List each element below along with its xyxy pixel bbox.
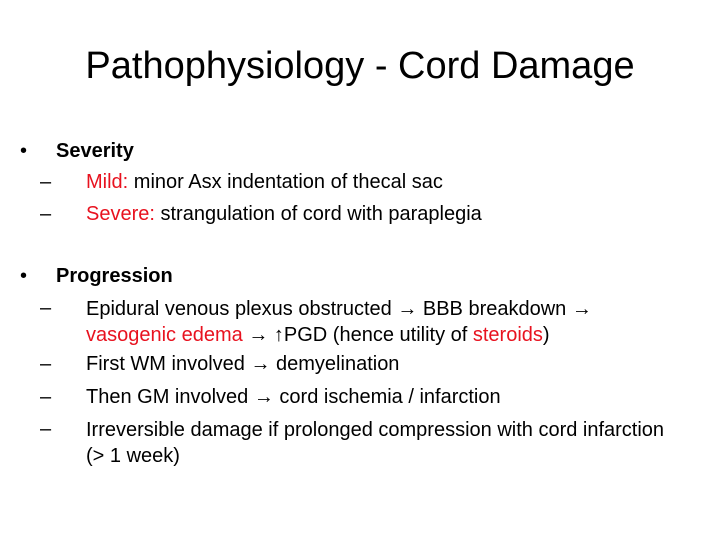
bullet-icon: • xyxy=(20,140,28,162)
text-vasogenic-edema: vasogenic edema xyxy=(86,324,243,346)
dash-icon: – xyxy=(40,418,52,440)
text-part: BBB breakdown xyxy=(417,298,572,320)
text-steroids: steroids xyxy=(472,324,543,346)
arrow-right-icon: → xyxy=(253,386,274,408)
label-severe: Severe: xyxy=(86,203,155,225)
dash-icon: – xyxy=(40,297,52,319)
text-part: Then GM involved xyxy=(86,386,254,408)
text-part: cord ischemia / infarction xyxy=(273,386,501,408)
bullet-icon: • xyxy=(20,265,28,287)
arrow-up-icon: ↑ xyxy=(273,324,284,346)
arrow-right-icon: → xyxy=(571,298,592,320)
arrow-right-icon: → xyxy=(397,298,418,320)
heading-progression: Progression xyxy=(56,265,173,287)
text-part: PGD (hence utility of xyxy=(283,324,473,346)
arrow-right-icon: → xyxy=(250,353,271,375)
text-mild: minor Asx indentation of thecal sac xyxy=(128,171,443,193)
text-part: First WM involved xyxy=(86,353,251,375)
arrow-right-icon: → xyxy=(248,324,269,346)
dash-icon: – xyxy=(40,171,52,193)
text-severe: strangulation of cord with paraplegia xyxy=(154,203,482,225)
slide-title: Pathophysiology - Cord Damage xyxy=(85,45,635,87)
dash-icon: – xyxy=(40,386,52,408)
text-part: Epidural venous plexus obstructed xyxy=(86,298,398,320)
heading-severity: Severity xyxy=(56,140,134,162)
label-mild: Mild: xyxy=(86,171,129,193)
dash-icon: – xyxy=(40,203,52,225)
text-irreversible: Irreversible damage if prolonged compres… xyxy=(86,419,665,467)
text-part: ) xyxy=(542,324,550,346)
dash-icon: – xyxy=(40,353,52,375)
text-part: demyelination xyxy=(270,353,400,375)
